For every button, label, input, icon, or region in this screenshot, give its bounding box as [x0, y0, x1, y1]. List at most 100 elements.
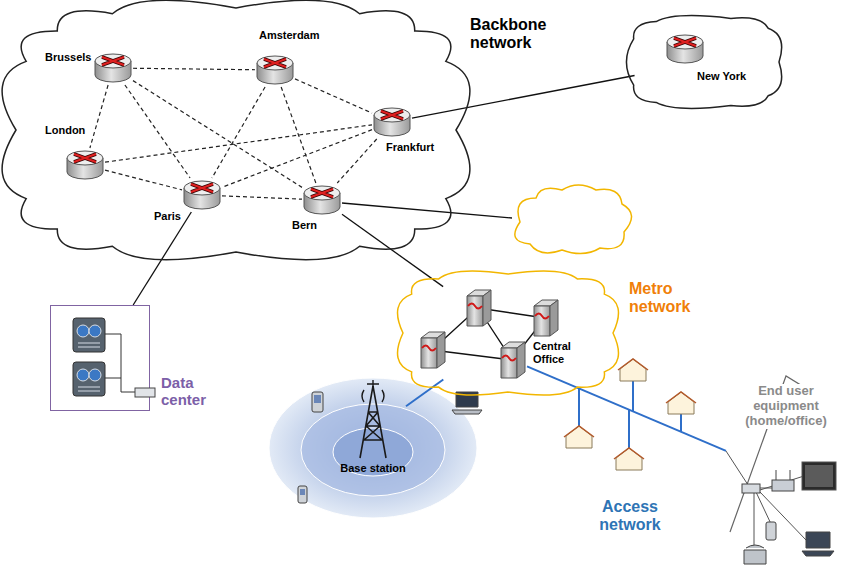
- network-heading: Metro network: [629, 280, 705, 317]
- mobile-phone: [312, 392, 323, 412]
- server-side: [483, 290, 491, 326]
- router-node: Frankfurt: [372, 105, 412, 139]
- rack-reel: [89, 369, 101, 381]
- base-station: Base station: [340, 380, 406, 480]
- remote-network-cloud: [515, 185, 632, 254]
- rack-body: [73, 362, 105, 396]
- rack-slots: [78, 387, 100, 391]
- rack-body: [73, 318, 105, 352]
- shape-outline: [93, 51, 133, 85]
- server-front: [501, 348, 517, 378]
- router-antenna: [776, 470, 790, 480]
- router-arrows: [264, 59, 286, 67]
- house-body: [566, 426, 592, 448]
- server-mark: [468, 304, 482, 309]
- shape-outline: [497, 342, 527, 378]
- router-arrows: [674, 38, 696, 46]
- shape-outline: [625, 12, 785, 112]
- server-side: [437, 332, 445, 368]
- house: [564, 426, 594, 448]
- router-icon: [304, 186, 340, 214]
- telephone: [744, 545, 766, 564]
- cloud-outline: [626, 16, 781, 109]
- network-link: [222, 196, 302, 199]
- server-icon: [421, 332, 445, 368]
- router-icon: [257, 56, 293, 84]
- router-top: [95, 54, 131, 68]
- server-mark: [502, 356, 516, 361]
- shape-outline: [182, 178, 222, 212]
- server-front: [421, 338, 437, 368]
- network-link: [281, 87, 316, 183]
- remote-cloud: New York: [625, 12, 785, 112]
- router-arrows: [74, 154, 96, 162]
- screen-dots: [805, 465, 833, 487]
- server-mark: [422, 346, 436, 351]
- city-label: Bern: [290, 219, 319, 232]
- node-label: Base station: [328, 462, 418, 475]
- city-label: London: [43, 124, 87, 137]
- backbone-cloud: Backbone networkBrusselsAmsterdamLondonF…: [8, 0, 548, 264]
- house-roof: [666, 392, 696, 403]
- rack-icon: [73, 318, 105, 352]
- mobile-phone: [298, 486, 307, 503]
- tower-antenna: [362, 380, 384, 402]
- router-top: [304, 186, 340, 200]
- network-link: [133, 68, 255, 70]
- server-icon: [467, 290, 491, 326]
- house-roof: [614, 448, 644, 459]
- tower-icon: [360, 380, 386, 458]
- node-label: Data center: [161, 374, 227, 409]
- server-front: [534, 306, 550, 336]
- server-icon: [501, 342, 525, 378]
- router-arrows: [381, 111, 403, 119]
- end-user-equipment: End user equipment (home/office): [726, 372, 840, 578]
- router-top: [257, 56, 293, 70]
- network-link: [222, 130, 372, 188]
- server-mark: [535, 314, 549, 319]
- cloud-outline: [2, 0, 470, 259]
- server-icon: [534, 300, 558, 336]
- network-link: [125, 85, 190, 178]
- house: [618, 359, 648, 381]
- router-node: Brussels: [93, 51, 133, 85]
- phone-body: [312, 392, 323, 412]
- server-front: [467, 296, 483, 326]
- dc-switch: [135, 388, 155, 397]
- house: [614, 448, 644, 470]
- shape-outline: [255, 53, 295, 87]
- network-link: [105, 125, 372, 162]
- city-label: Amsterdam: [257, 29, 322, 42]
- phone-body: [298, 486, 307, 503]
- house-body: [616, 448, 642, 470]
- phone-screen: [314, 395, 321, 403]
- house-roof: [564, 426, 594, 437]
- laptop-base: [452, 410, 482, 414]
- house-body: [620, 359, 646, 381]
- screen: [802, 462, 836, 490]
- router-icon: [374, 108, 410, 136]
- router-arrows: [102, 57, 124, 65]
- shape-outline: [65, 148, 105, 182]
- router-icon: [67, 151, 103, 179]
- network-link: [212, 87, 265, 178]
- city-label: Brussels: [43, 51, 93, 64]
- network-link: [337, 139, 376, 183]
- rack-reel: [89, 325, 101, 337]
- backbone-link: [342, 203, 512, 218]
- rack-reel: [77, 369, 89, 381]
- network-heading: Backbone network: [470, 16, 554, 53]
- city-label: New York: [697, 70, 746, 83]
- network-link: [105, 170, 182, 190]
- house-body: [668, 392, 694, 414]
- network-label: Access network: [588, 498, 672, 535]
- node-label: End user equipment (home/office): [732, 384, 840, 429]
- rack-icon: [73, 362, 105, 396]
- central-office-server: Central Office: [497, 342, 527, 378]
- rack-reel: [77, 325, 89, 337]
- router-arrows-shadow: [191, 184, 213, 192]
- router-icon: [184, 181, 220, 209]
- access-branch: [579, 381, 681, 448]
